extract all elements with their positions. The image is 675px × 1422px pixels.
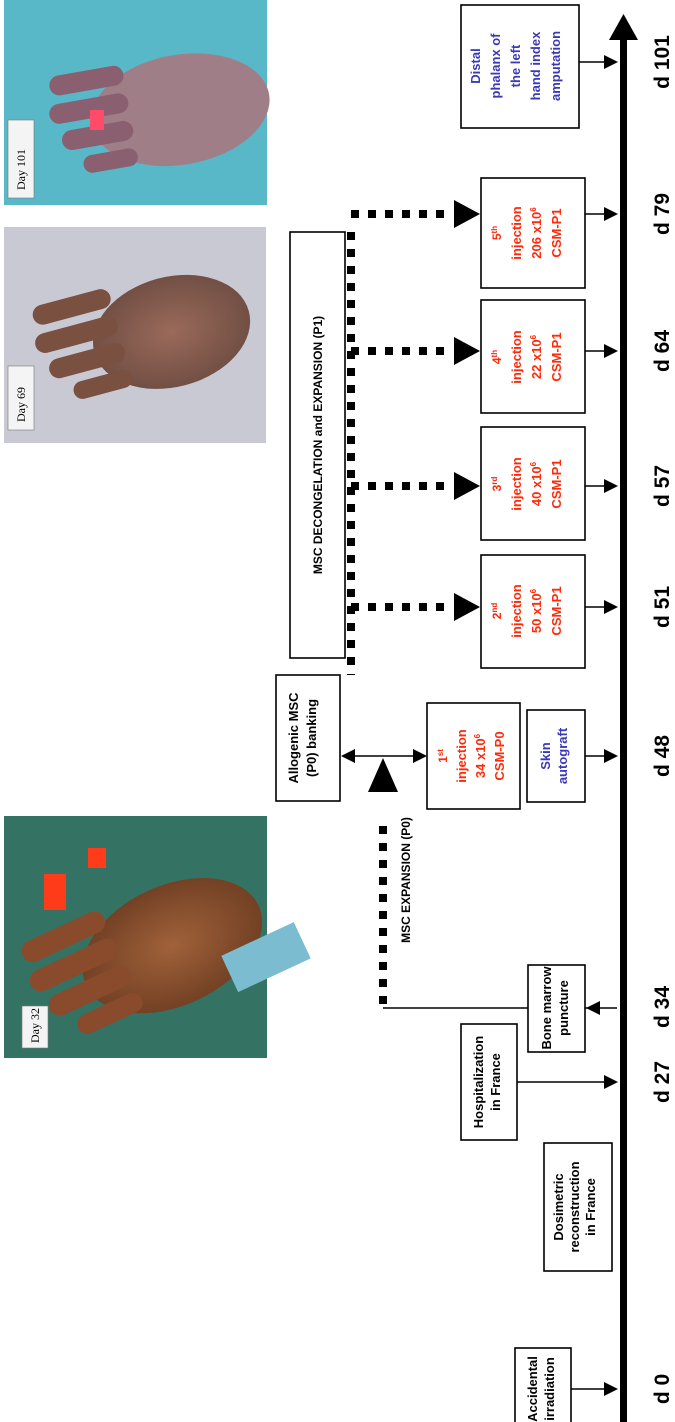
day-label: d 101	[651, 35, 674, 89]
photo-day32: Day 32	[4, 816, 311, 1058]
injection-1: 1st injection 34 x106 CSM-P0	[426, 702, 521, 810]
event-label: MSC DECONGELATION and EXPANSION (P1)	[311, 316, 325, 574]
day-label: d 79	[651, 193, 674, 235]
injection-4: 4th injection 22 x106 CSM-P1	[480, 299, 618, 414]
arrow-icon	[454, 337, 480, 365]
event-label: Distal	[468, 48, 483, 83]
event-label: in France	[583, 1178, 598, 1236]
hand-day101-shape	[49, 53, 270, 173]
injection-3: 3rd injection 40 x106 CSM-P1	[480, 426, 618, 541]
injection-dose: 22 x106	[529, 334, 544, 379]
event-msc-expansion: MSC EXPANSION (P0)	[368, 758, 528, 1009]
injection-type: CSM-P1	[549, 332, 564, 381]
arrow-icon	[341, 749, 355, 763]
injection-dose: 50 x106	[529, 588, 544, 633]
event-label: Dosimetric	[551, 1173, 566, 1240]
event-label: Bone marrow	[539, 966, 554, 1050]
event-label: the left	[508, 44, 523, 87]
event-label: hand index	[528, 31, 543, 100]
event-label: amputation	[548, 31, 563, 101]
event-label: Allogenic MSC	[286, 692, 301, 784]
injection-5: 5th injection 206 x106 CSM-P1	[480, 177, 618, 289]
arrow-icon	[604, 479, 618, 493]
day-label: d 57	[651, 465, 674, 507]
day-label: d 51	[651, 586, 674, 628]
arrow-icon	[413, 749, 427, 763]
photo-day69-label: Day 69	[14, 387, 28, 422]
injection-ordinal: 4th	[490, 350, 504, 364]
day-labels: d 0 d 27 d 34 d 48 d 51 d 57 d 64 d 79 d…	[651, 35, 674, 1404]
injection-word: injection	[509, 206, 524, 260]
arrow-icon	[604, 55, 618, 69]
arrow-icon	[454, 593, 480, 621]
day-label: d 0	[651, 1374, 674, 1404]
event-bone-marrow-puncture: Bone marrow puncture	[527, 964, 617, 1053]
arrow-icon	[454, 472, 480, 500]
event-label: reconstruction	[567, 1161, 582, 1252]
event-amputation: Distal phalanx of the left hand index am…	[460, 4, 618, 129]
injection-ordinal: 2nd	[490, 603, 504, 620]
event-label: Accidental	[525, 1356, 540, 1422]
event-label: in France	[488, 1053, 503, 1111]
arrow-icon	[604, 749, 618, 763]
injection-ordinal: 3rd	[490, 477, 504, 492]
event-accidental-irradiation: Accidental irradiation	[514, 1347, 618, 1422]
injection-word: injection	[509, 330, 524, 384]
event-skin-autograft: Skin autograft	[526, 709, 618, 803]
hand-day32-shape	[21, 878, 311, 1034]
injection-type: CSM-P0	[492, 731, 507, 780]
event-label: phalanx of	[488, 33, 503, 99]
injection-type: CSM-P1	[549, 208, 564, 257]
photo-day101: Day 101	[4, 0, 270, 205]
event-label: Hospitalization	[471, 1036, 486, 1129]
arrow-icon	[604, 1382, 618, 1396]
event-hospitalization: Hospitalization in France	[460, 1023, 618, 1141]
photo-day32-label: Day 32	[28, 1008, 42, 1043]
timeline-axis	[609, 14, 638, 1422]
injection-dose: 40 x106	[529, 461, 544, 506]
injection-word: injection	[509, 457, 524, 511]
injection-type: CSM-P1	[549, 586, 564, 635]
injection-word: injection	[509, 584, 524, 638]
injection-dose: 206 x106	[529, 207, 544, 259]
day-label: d 27	[651, 1061, 674, 1103]
axis-arrowhead	[609, 14, 638, 40]
arrow-icon	[604, 207, 618, 221]
injection-2: 2nd injection 50 x106 CSM-P1	[480, 554, 618, 669]
event-msc-decongelation: MSC DECONGELATION and EXPANSION (P1)	[289, 200, 480, 675]
arrow-icon	[604, 1075, 618, 1089]
injection-word: injection	[454, 729, 469, 783]
injection-dose: 34 x106	[473, 733, 488, 778]
event-label: puncture	[556, 980, 571, 1036]
arrow-icon	[586, 1001, 600, 1015]
arrow-icon	[368, 758, 398, 792]
arrow-icon	[604, 600, 618, 614]
arrow-icon	[604, 344, 618, 358]
event-allogenic-msc-banking: Allogenic MSC (P0) banking	[275, 674, 427, 802]
day-label: d 64	[651, 330, 674, 372]
day-label: d 48	[651, 735, 674, 777]
photo-day69: Day 69	[4, 227, 266, 443]
event-label: autograft	[555, 727, 570, 784]
photo-day101-label: Day 101	[14, 149, 28, 190]
arrow-icon	[454, 200, 480, 228]
event-label: Skin	[538, 742, 553, 770]
hand-day69-shape	[32, 274, 251, 399]
event-label: (P0) banking	[304, 699, 319, 777]
injection-type: CSM-P1	[549, 459, 564, 508]
event-label: irradiation	[542, 1357, 557, 1421]
event-dosimetric-reconstruction: Dosimetric reconstruction in France	[543, 1142, 613, 1272]
event-label: MSC EXPANSION (P0)	[399, 817, 413, 943]
day-label: d 34	[651, 986, 674, 1028]
injection-ordinal: 5th	[490, 226, 504, 240]
injection-ordinal: 1st	[436, 749, 450, 763]
